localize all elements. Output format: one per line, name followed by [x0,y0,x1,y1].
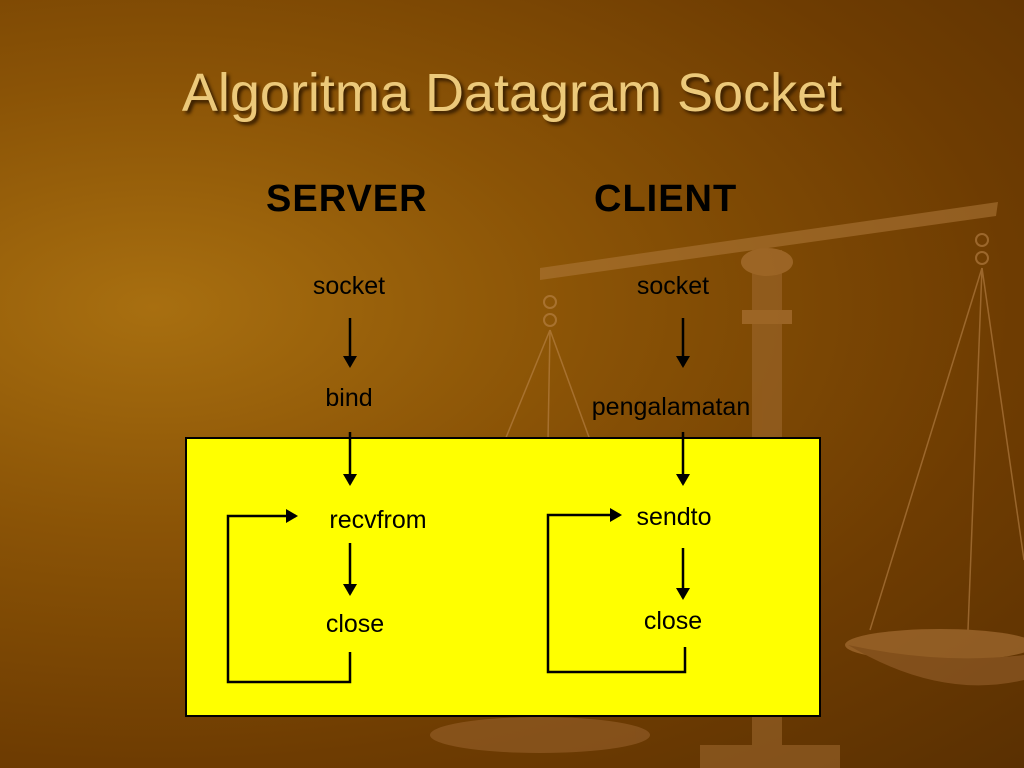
slide-title: Algoritma Datagram Socket [181,63,843,123]
server-loop-arrow [226,509,352,684]
server-step-recvfrom: recvfrom [329,506,427,534]
server-step-socket: socket [312,272,386,300]
loop-highlight-box [185,437,821,717]
server-heading: SERVER [266,178,428,220]
server-step-close: close [325,610,385,638]
client-step-sendto: sendto [636,503,712,531]
client-heading: CLIENT [594,178,738,220]
client-step-socket: socket [636,272,710,300]
server-step-bind: bind [325,384,373,412]
client-step-pengalamatan: pengalamatan [591,393,751,421]
client-step-close: close [643,607,703,635]
client-loop-arrow [546,508,687,674]
